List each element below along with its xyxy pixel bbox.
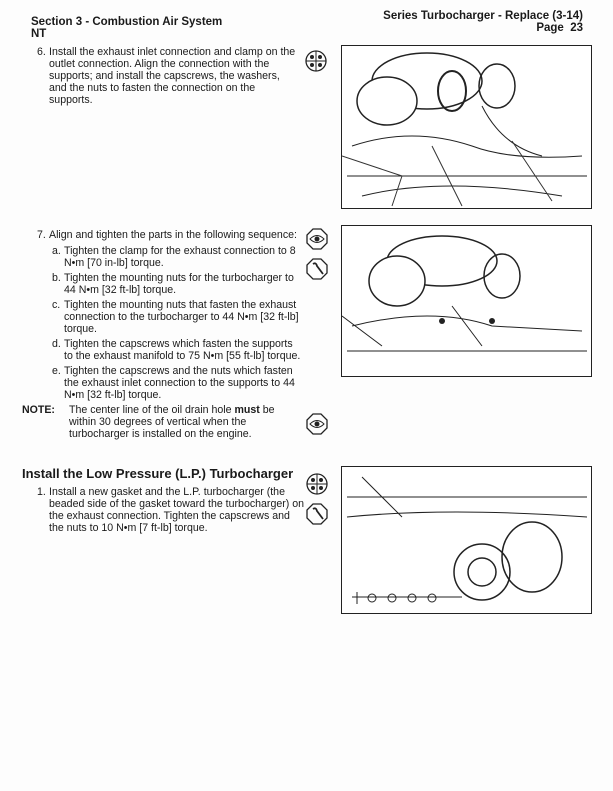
note-label: NOTE: <box>22 404 55 416</box>
step-7b: b.Tighten the mounting nuts for the turb… <box>52 272 302 296</box>
item-letter: c. <box>52 299 61 311</box>
item-letter: b. <box>52 272 61 284</box>
step-6: 6. Install the exhaust inlet connection … <box>37 46 299 106</box>
step-number: 7. <box>37 229 46 241</box>
section-title: Section 3 - Combustion Air System NT <box>31 16 222 40</box>
exhaust-connection-illustration <box>341 45 592 209</box>
item-text: Tighten the mounting nuts for the turboc… <box>64 272 294 296</box>
lp-turbocharger-illustration <box>341 466 592 614</box>
section-heading: Install the Low Pressure (L.P.) Turbocha… <box>22 466 294 481</box>
step-text: Install the exhaust inlet connection and… <box>49 46 296 106</box>
step-text: Align and tighten the parts in the follo… <box>49 229 297 241</box>
page-header: Series Turbocharger - Replace (3-14) Pag… <box>383 10 583 34</box>
note-emphasis: must <box>234 404 260 416</box>
item-letter: d. <box>52 338 61 350</box>
step-7e: e.Tighten the capscrews and the nuts whi… <box>52 365 302 401</box>
section-name: Section 3 - Combustion Air System <box>31 16 223 28</box>
note-text-cont: be within 30 degrees of vertical when th… <box>69 404 275 440</box>
item-text: Tighten the capscrews which fasten the s… <box>64 338 301 362</box>
item-text: Tighten the clamp for the exhaust connec… <box>64 245 296 269</box>
procedure-title: Series Turbocharger - Replace (3-14) <box>383 10 583 22</box>
wrench-torque-icon <box>306 503 328 525</box>
tool-group-icon <box>306 473 328 495</box>
page-number: Page 23 <box>536 22 583 34</box>
item-letter: e. <box>52 365 61 377</box>
engine-model: NT <box>31 28 47 40</box>
item-text: Tighten the mounting nuts that fasten th… <box>64 299 299 335</box>
eye-inspect-icon <box>306 413 328 435</box>
note-text: The center line of the oil drain hole <box>69 404 235 416</box>
tool-group-icon <box>305 50 327 72</box>
eye-inspect-icon <box>306 228 328 250</box>
lp-step-1: 1. Install a new gasket and the L.P. tur… <box>37 486 305 534</box>
note: NOTE: The center line of the oil drain h… <box>22 404 302 440</box>
item-letter: a. <box>52 245 61 257</box>
step-number: 6. <box>37 46 46 58</box>
step-7c: c.Tighten the mounting nuts that fasten … <box>52 299 302 335</box>
step-number: 1. <box>37 486 46 498</box>
step-7d: d.Tighten the capscrews which fasten the… <box>52 338 302 362</box>
step-text: Install a new gasket and the L.P. turboc… <box>49 486 305 534</box>
turbocharger-torque-illustration <box>341 225 592 377</box>
wrench-torque-icon <box>306 258 328 280</box>
item-text: Tighten the capscrews and the nuts which… <box>64 365 295 401</box>
step-7a: a.Tighten the clamp for the exhaust conn… <box>52 245 302 269</box>
step-7: 7. Align and tighten the parts in the fo… <box>37 229 307 241</box>
